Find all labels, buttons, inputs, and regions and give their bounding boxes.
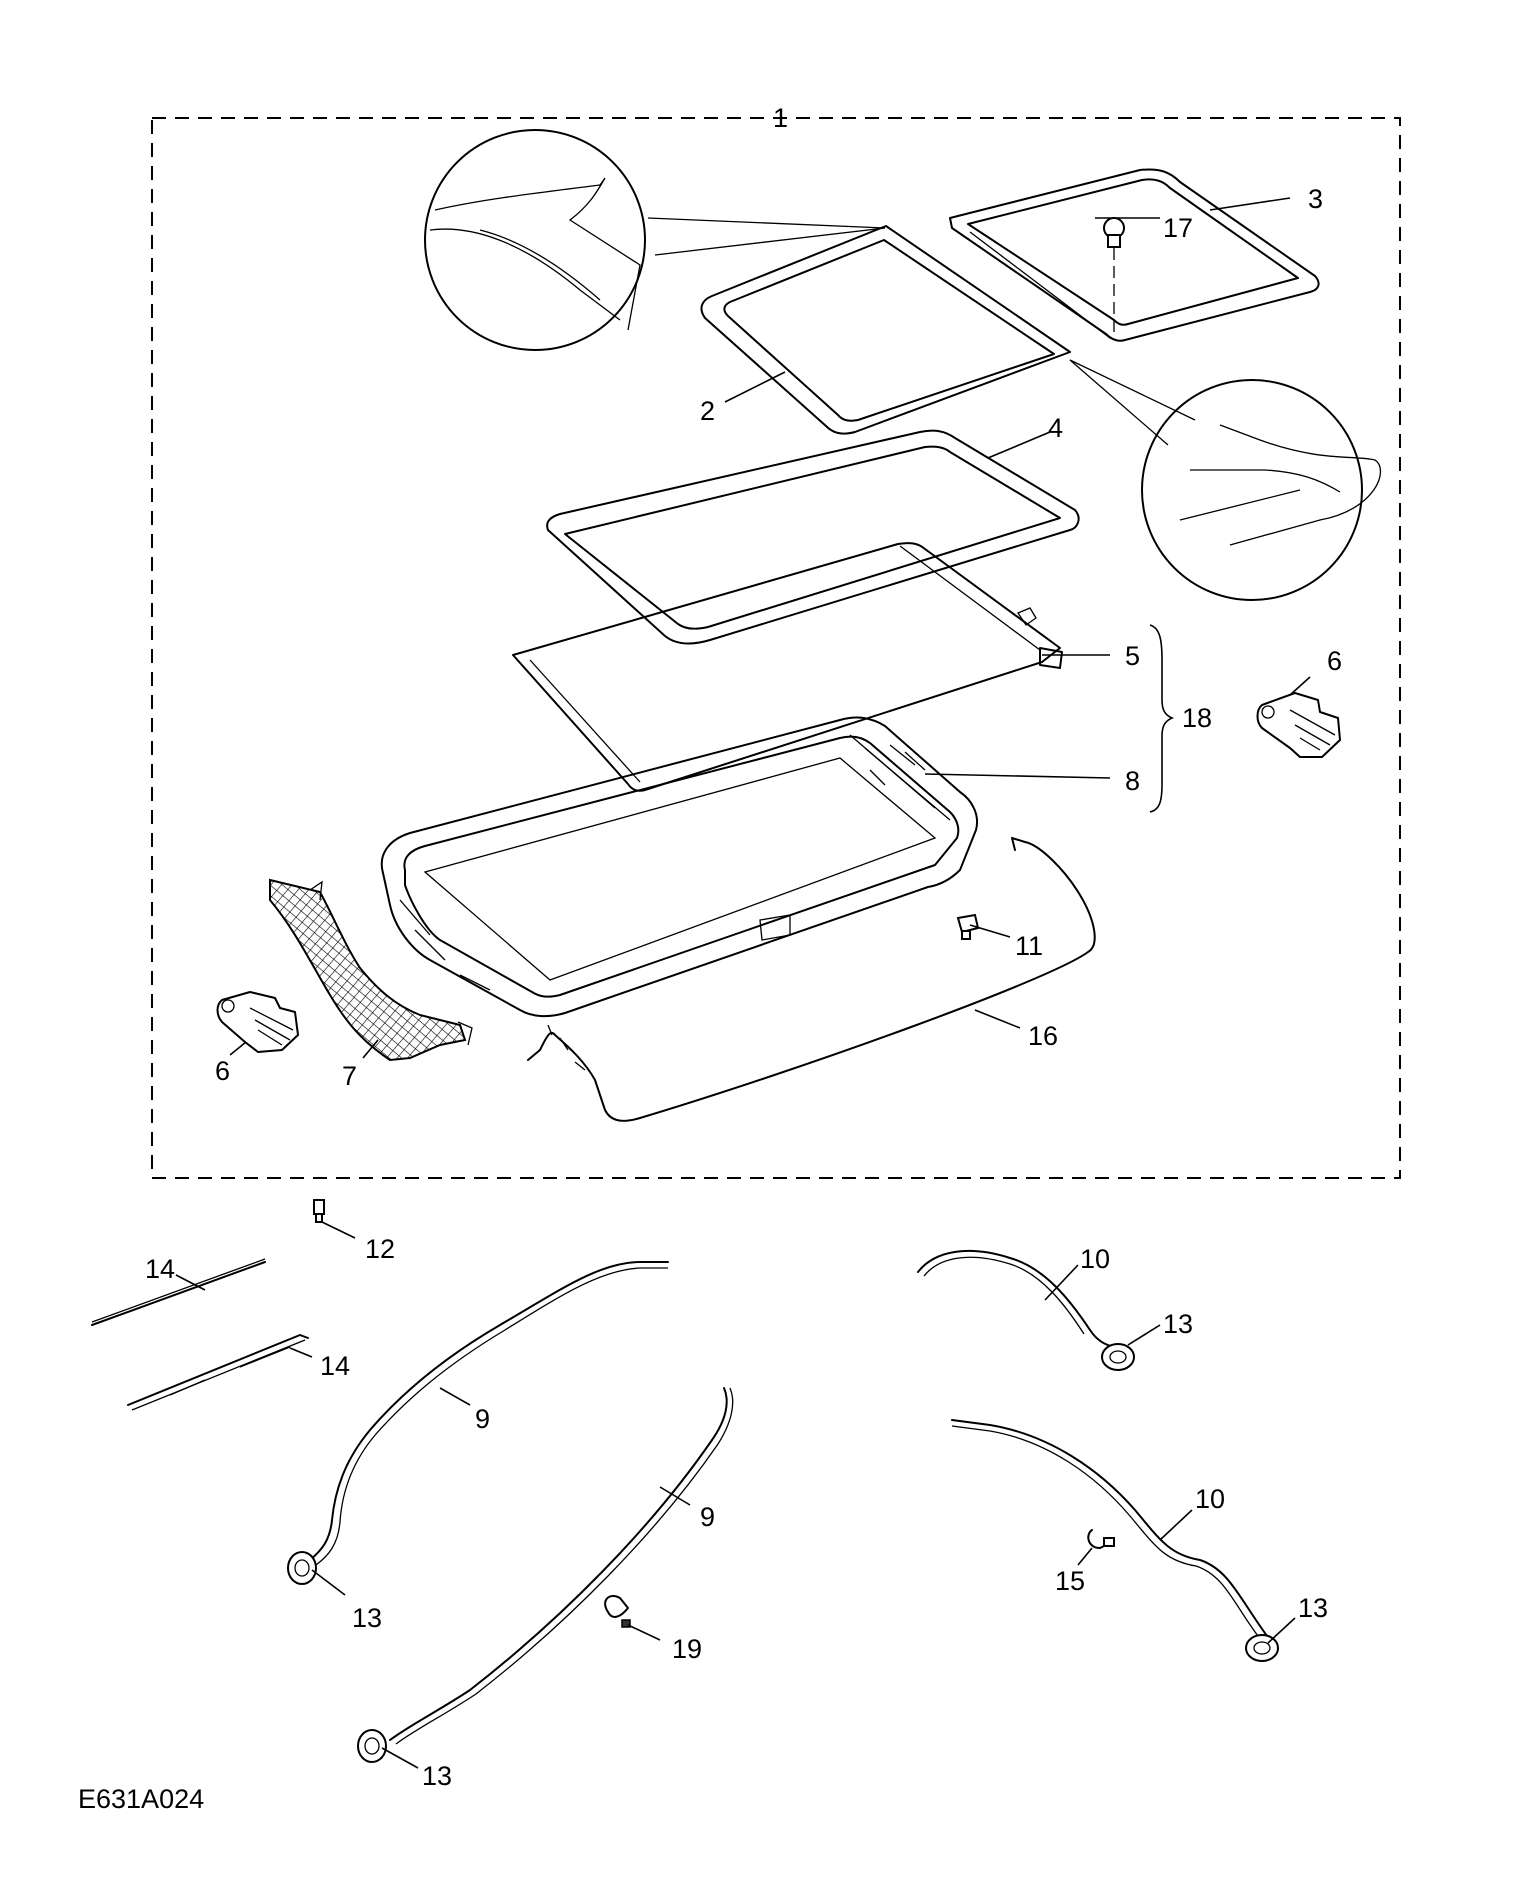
- diagram-reference-code: E631A024: [78, 1784, 204, 1814]
- callout-2: 2: [700, 396, 715, 426]
- leader-lines: [175, 197, 1311, 1769]
- callout-8: 8: [1125, 766, 1140, 796]
- part-13-grommet-bottom: [357, 1729, 387, 1763]
- part-4-glass-panel: [546, 429, 1080, 645]
- part-6-motor-right: [1256, 692, 1341, 758]
- assembly-boundary: [151, 117, 1401, 1179]
- part-15-clip: [1087, 1529, 1115, 1549]
- callout-17: 17: [1163, 213, 1193, 243]
- callout-13-lower-right: 13: [1298, 1593, 1328, 1623]
- callout-6-left: 6: [215, 1056, 230, 1086]
- bracket-group-18: [1149, 624, 1175, 813]
- part-16-wiring-harness: [527, 837, 1096, 1122]
- callout-18: 18: [1182, 703, 1212, 733]
- callout-10-lower: 10: [1195, 1484, 1225, 1514]
- part-6-motor-left: [216, 991, 299, 1053]
- callout-13-upper-right: 13: [1163, 1309, 1193, 1339]
- callout-7: 7: [342, 1061, 357, 1091]
- part-13-grommet-left: [287, 1551, 317, 1585]
- callout-4: 4: [1048, 413, 1063, 443]
- part-11-clip: [956, 913, 980, 940]
- part-2-glass-seal: [700, 225, 1071, 435]
- part-7-wind-deflector: [269, 878, 473, 1062]
- part-17-fastener: [1103, 217, 1125, 335]
- part-9-drain-tube-upper: [309, 1261, 669, 1566]
- part-13-grommet-upper-right: [1101, 1343, 1135, 1371]
- callout-9-lower: 9: [700, 1502, 715, 1532]
- callout-14-lower: 14: [320, 1351, 350, 1381]
- callout-16: 16: [1028, 1021, 1058, 1051]
- callout-12: 12: [365, 1234, 395, 1264]
- callout-11: 11: [1015, 931, 1043, 961]
- callout-14-upper: 14: [145, 1254, 175, 1284]
- part-3-rear-panel: [949, 168, 1320, 342]
- callout-10-upper: 10: [1080, 1244, 1110, 1274]
- callout-15: 15: [1055, 1566, 1085, 1596]
- callout-9-upper: 9: [475, 1404, 490, 1434]
- part-10-drain-tube-upper: [917, 1249, 1116, 1349]
- part-9-drain-tube-lower: [389, 1387, 734, 1745]
- callout-13-left: 13: [352, 1603, 382, 1633]
- callout-5: 5: [1125, 641, 1140, 671]
- part-14-rail-lower: [127, 1334, 309, 1411]
- callout-19: 19: [672, 1634, 702, 1664]
- part-19-clip: [604, 1594, 631, 1628]
- callout-3: 3: [1308, 184, 1323, 214]
- part-8-frame-assembly: [380, 716, 978, 1018]
- part-10-drain-tube-lower: [951, 1419, 1271, 1645]
- part-14-rail-upper: [91, 1258, 266, 1326]
- callout-13-bottom: 13: [422, 1761, 452, 1791]
- detail-circle-right: [1069, 359, 1382, 601]
- part-5-sunblind: [512, 542, 1063, 792]
- detail-circle-upper-left: [424, 129, 886, 351]
- part-12-clip: [313, 1199, 325, 1223]
- callout-1: 1: [773, 103, 788, 133]
- callout-6-right: 6: [1327, 646, 1342, 676]
